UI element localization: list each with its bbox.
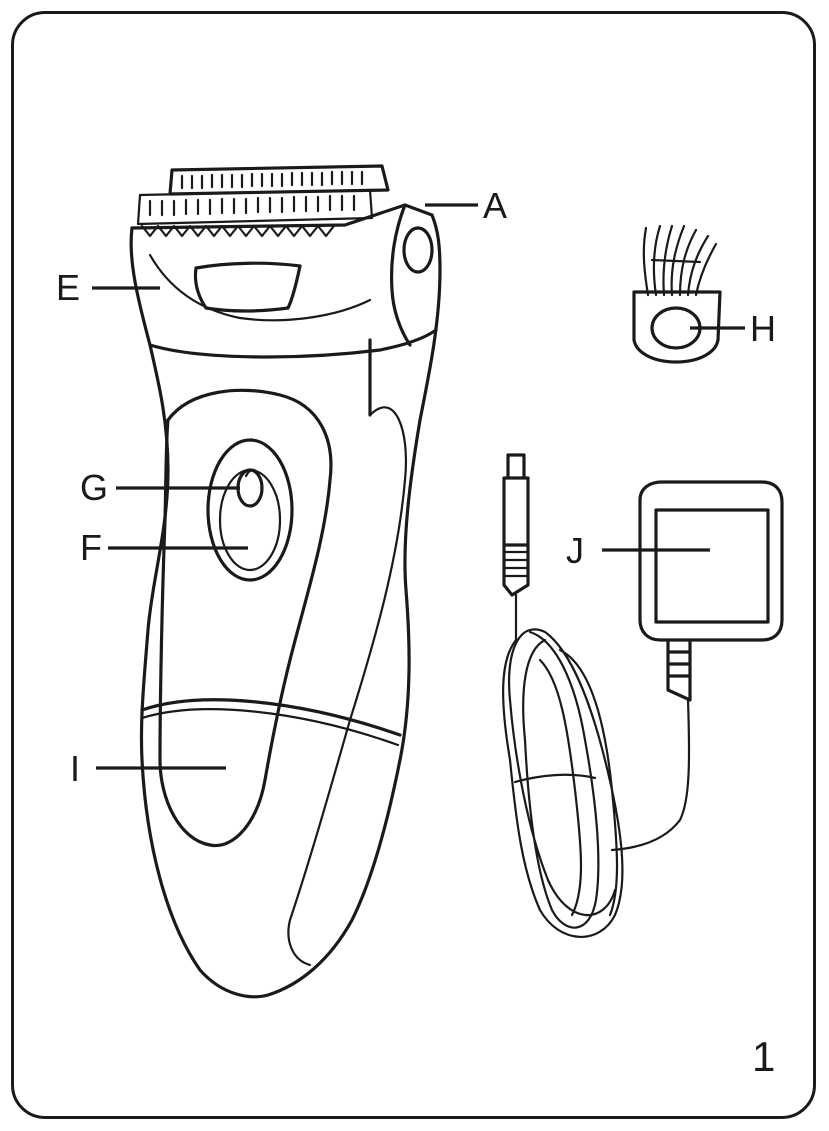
side-trimmer-button [402,226,434,274]
comb-edge [140,224,336,238]
grip-right-edge [287,406,407,967]
label-g: G [80,467,108,508]
cap-separation-top [140,698,402,737]
cord-to-adapter [610,698,691,852]
label-f: F [80,527,102,568]
cord-tie [513,773,597,784]
foil-frame-lower [136,188,374,226]
shaver-illustration [129,164,442,999]
adapter-face [654,508,770,624]
callout-labels: A E G F I H J [56,185,776,789]
plug-grip-ridges [502,550,530,578]
trimmer-slot [193,261,302,313]
figure-number: 1 [752,1033,776,1080]
head-side-panel [390,203,412,347]
grip-panel [158,388,333,848]
comb-bristles [642,224,718,297]
shaver-body-outline [129,213,442,999]
label-a: A [483,185,507,226]
power-switch-inner [218,468,282,572]
head-front-curve [148,253,372,322]
head-collar-line [148,328,438,359]
callout-leaders [92,203,745,770]
power-adapter-illustration [502,453,784,938]
adapter-outer [638,480,784,642]
adapter-strain-relief [666,638,692,702]
cap-separation-bottom [140,708,400,747]
trimming-comb-illustration [632,224,722,364]
label-e: E [56,267,80,308]
coiled-cord [502,593,624,938]
lock-button-tip [244,468,260,478]
cord-plug [502,453,530,597]
comb-body [632,290,722,364]
label-j: J [566,530,584,571]
label-i: I [70,748,80,789]
label-h: H [750,308,776,349]
power-switch-ring [206,438,294,582]
foil-teeth [148,170,364,217]
foil-frame-top [168,164,390,196]
